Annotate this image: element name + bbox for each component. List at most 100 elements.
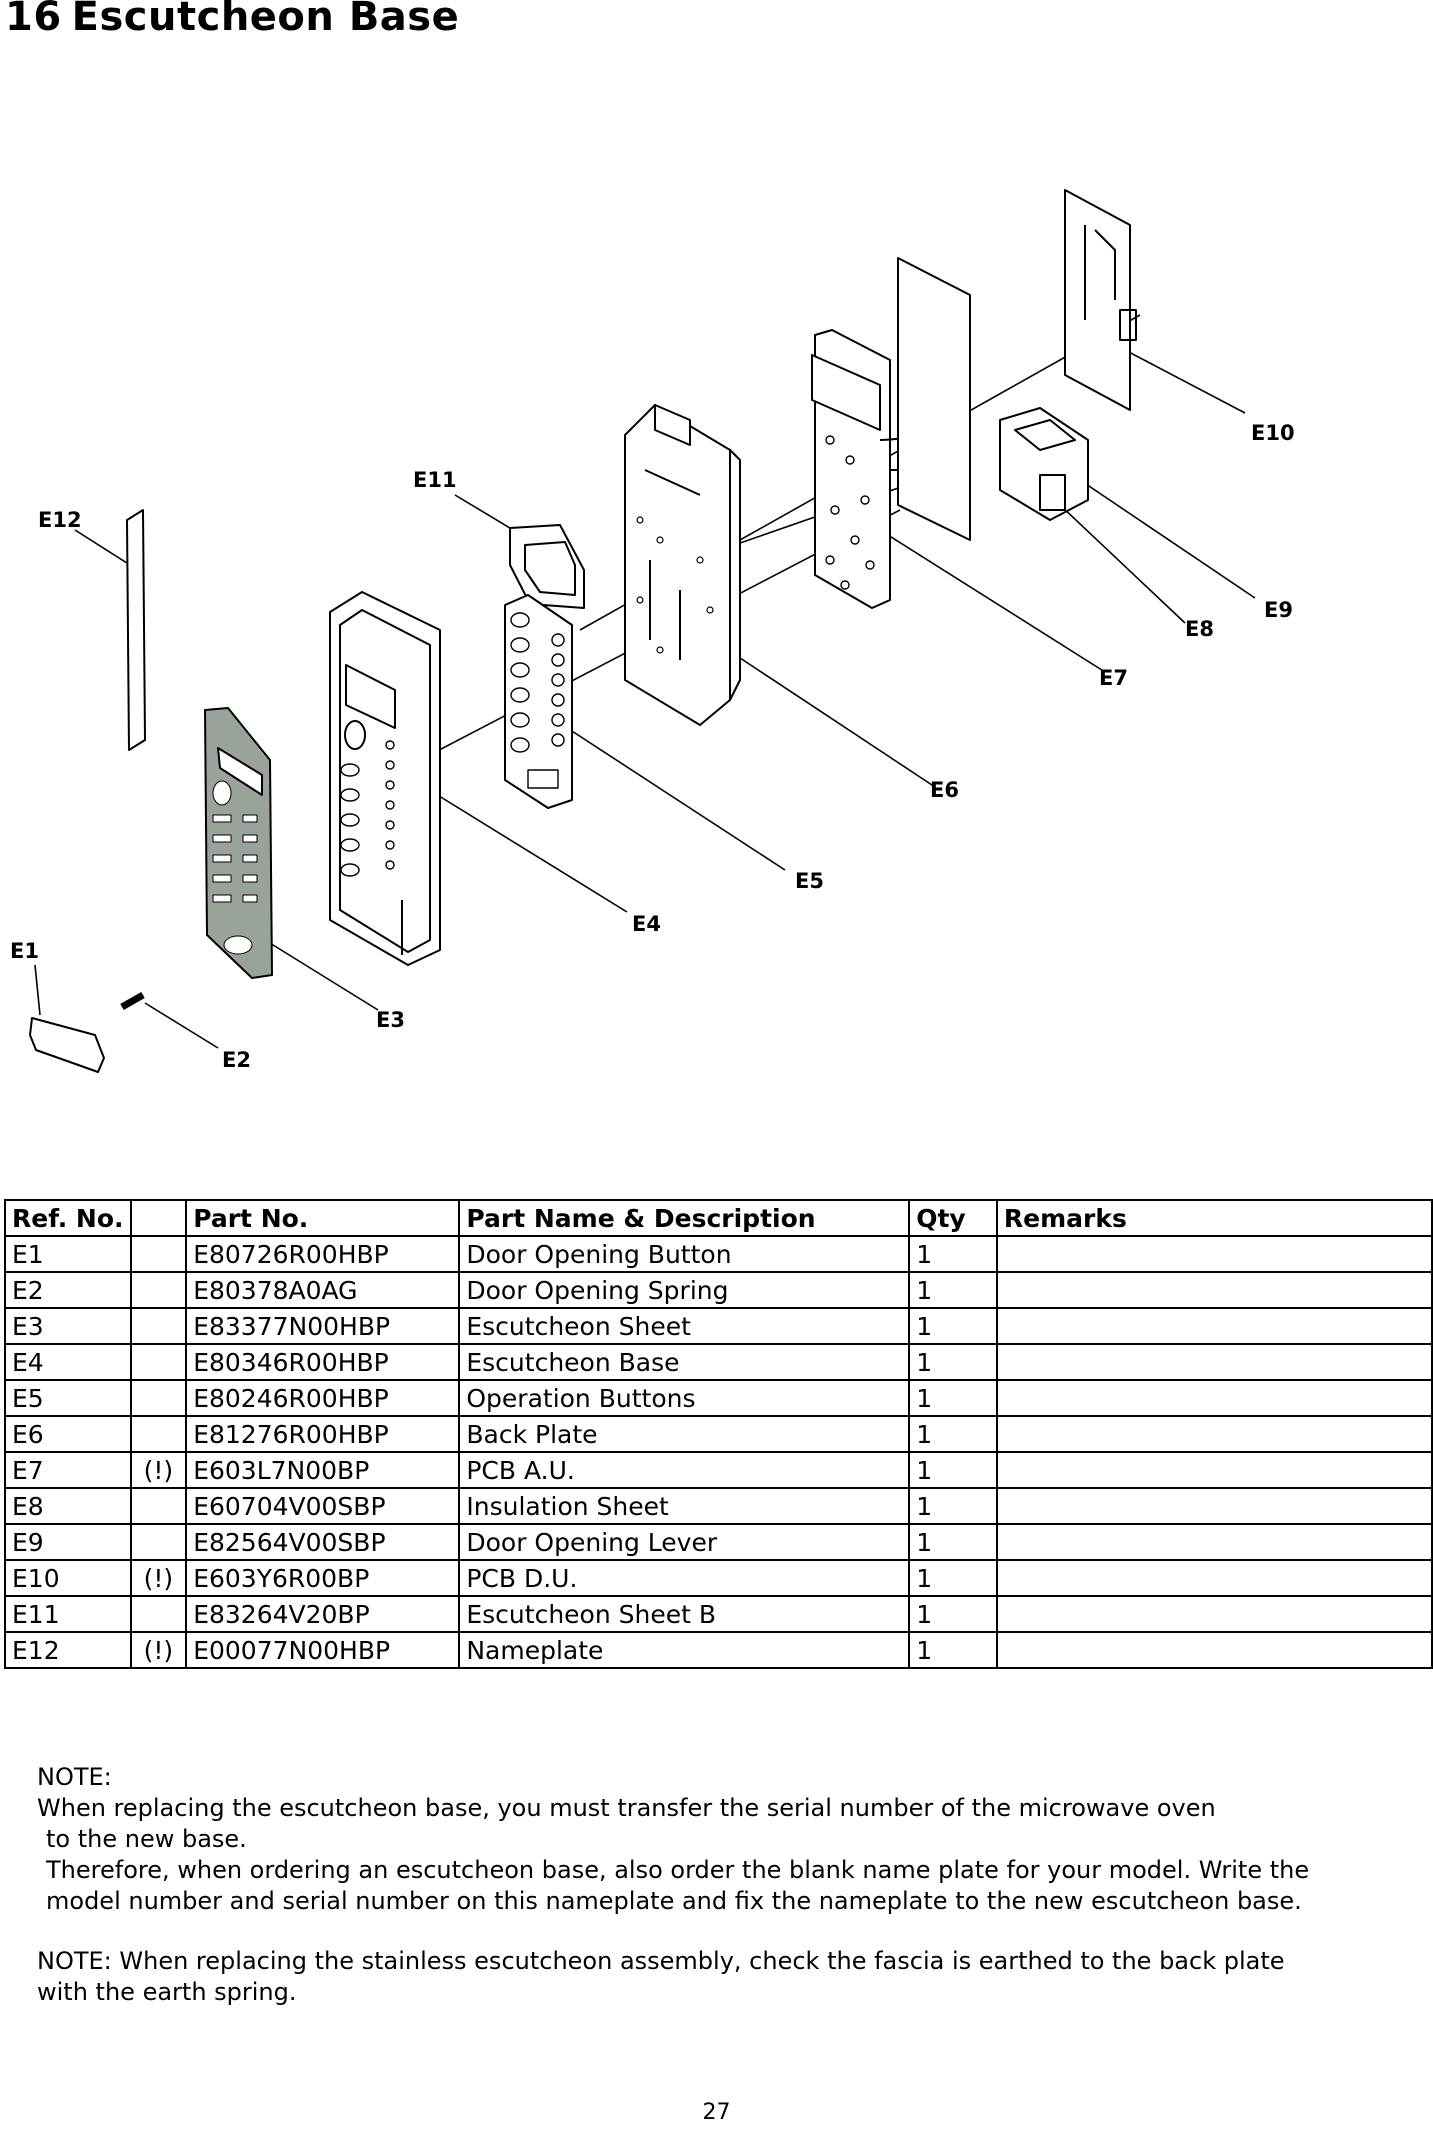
header-remarks: Remarks (995, 1199, 1433, 1237)
cell-part-name: Insulation Sheet (458, 1487, 911, 1525)
cell-part-no: E80378A0AG (185, 1271, 461, 1309)
cell-part-no: E80726R00HBP (185, 1235, 461, 1273)
note-text: When replacing the escutcheon base, you … (37, 1794, 1216, 1822)
cell-qty: 1 (908, 1559, 998, 1597)
cell-part-no: E80346R00HBP (185, 1343, 461, 1381)
cell-qty: 1 (908, 1379, 998, 1417)
part-back-board (897, 257, 971, 541)
callout-e5: E5 (795, 869, 824, 893)
cell-part-no: E81276R00HBP (185, 1415, 461, 1453)
notes-block: NOTE: When replacing the escutcheon base… (37, 1762, 1417, 2008)
part-e11-escutcheon-sheet-b (509, 524, 585, 609)
callout-e2: E2 (222, 1048, 251, 1072)
cell-ref-no: E4 (4, 1343, 132, 1381)
cell-part-no: E80246R00HBP (185, 1379, 461, 1417)
callout-e1: E1 (10, 939, 39, 963)
callout-e7: E7 (1099, 666, 1128, 690)
cell-remarks (995, 1523, 1433, 1561)
header-flag (129, 1199, 188, 1237)
cell-flag (129, 1487, 188, 1525)
cell-part-name: Escutcheon Base (458, 1343, 911, 1381)
cell-part-no: E603Y6R00BP (185, 1559, 461, 1597)
cell-part-name: Escutcheon Sheet (458, 1307, 911, 1345)
header-ref-no: Ref. No. (4, 1199, 132, 1237)
callout-e11: E11 (413, 468, 457, 492)
cell-part-name: Door Opening Spring (458, 1271, 911, 1309)
part-e10-pcb-du (1064, 189, 1137, 411)
cell-remarks (995, 1487, 1433, 1525)
cell-remarks (995, 1559, 1433, 1597)
cell-part-name: Back Plate (458, 1415, 911, 1453)
cell-flag (129, 1307, 188, 1345)
note-text: with the earth spring. (37, 1978, 297, 2006)
cell-flag (129, 1235, 188, 1273)
cell-qty: 1 (908, 1595, 998, 1633)
cell-ref-no: E6 (4, 1415, 132, 1453)
note-text: model number and serial number on this n… (46, 1887, 1302, 1915)
callout-e9: E9 (1264, 598, 1293, 622)
cell-part-name: Escutcheon Sheet B (458, 1595, 911, 1633)
cell-ref-no: E3 (4, 1307, 132, 1345)
cell-flag (129, 1379, 188, 1417)
callout-e8: E8 (1185, 617, 1214, 641)
parts-table-header: Ref. No. Part No. Part Name & Descriptio… (4, 1199, 1433, 1237)
cell-flag (129, 1343, 188, 1381)
cell-ref-no: E10 (4, 1559, 132, 1597)
callout-e3: E3 (376, 1008, 405, 1032)
part-e12-nameplate (126, 509, 146, 751)
callout-e6: E6 (930, 778, 959, 802)
cell-qty: 1 (908, 1523, 998, 1561)
part-e6-back-plate (624, 404, 741, 726)
part-e2-door-opening-spring (120, 991, 145, 1011)
cell-flag (129, 1595, 188, 1633)
callout-e10: E10 (1251, 421, 1295, 445)
cell-part-no: E83377N00HBP (185, 1307, 461, 1345)
cell-qty: 1 (908, 1487, 998, 1525)
cell-ref-no: E2 (4, 1271, 132, 1309)
cell-remarks (995, 1631, 1433, 1669)
note-text: Therefore, when ordering an escutcheon b… (46, 1856, 1310, 1884)
cell-flag (129, 1523, 188, 1561)
cell-part-name: PCB D.U. (458, 1559, 911, 1597)
cell-part-name: PCB A.U. (458, 1451, 911, 1489)
cell-remarks (995, 1379, 1433, 1417)
cell-qty: 1 (908, 1271, 998, 1309)
note-heading: NOTE: (37, 1763, 112, 1791)
cell-qty: 1 (908, 1235, 998, 1273)
cell-part-name: Operation Buttons (458, 1379, 911, 1417)
section-number: 16 (5, 0, 62, 40)
part-e5-operation-buttons (504, 594, 573, 809)
part-e1-door-opening-button (29, 1017, 105, 1073)
cell-flag (129, 1271, 188, 1309)
cell-ref-no: E5 (4, 1379, 132, 1417)
parts-table: Ref. No. Part No. Part Name & Descriptio… (4, 1199, 1433, 1669)
exploded-parts-diagram: E1 E2 E3 E4 E5 E6 E7 E8 E9 E10 E11 E12 (10, 189, 1295, 1073)
cell-remarks (995, 1343, 1433, 1381)
page-number: 27 (702, 2100, 731, 2125)
part-e7-pcb-au (811, 329, 956, 609)
cell-part-name: Door Opening Lever (458, 1523, 911, 1561)
part-e3-escutcheon-sheet (204, 707, 273, 979)
part-e4-escutcheon-base (329, 591, 441, 966)
cell-qty: 1 (908, 1415, 998, 1453)
callout-labels: E1 E2 E3 E4 E5 E6 E7 E8 E9 E10 E11 E12 (10, 421, 1295, 1072)
cell-part-no: E00077N00HBP (185, 1631, 461, 1669)
cell-remarks (995, 1235, 1433, 1273)
cell-ref-no: E12 (4, 1631, 132, 1669)
cell-qty: 1 (908, 1343, 998, 1381)
header-part-no: Part No. (185, 1199, 461, 1237)
cell-remarks (995, 1271, 1433, 1309)
cell-part-no: E60704V00SBP (185, 1487, 461, 1525)
cell-part-no: E83264V20BP (185, 1595, 461, 1633)
cell-flag (129, 1415, 188, 1453)
